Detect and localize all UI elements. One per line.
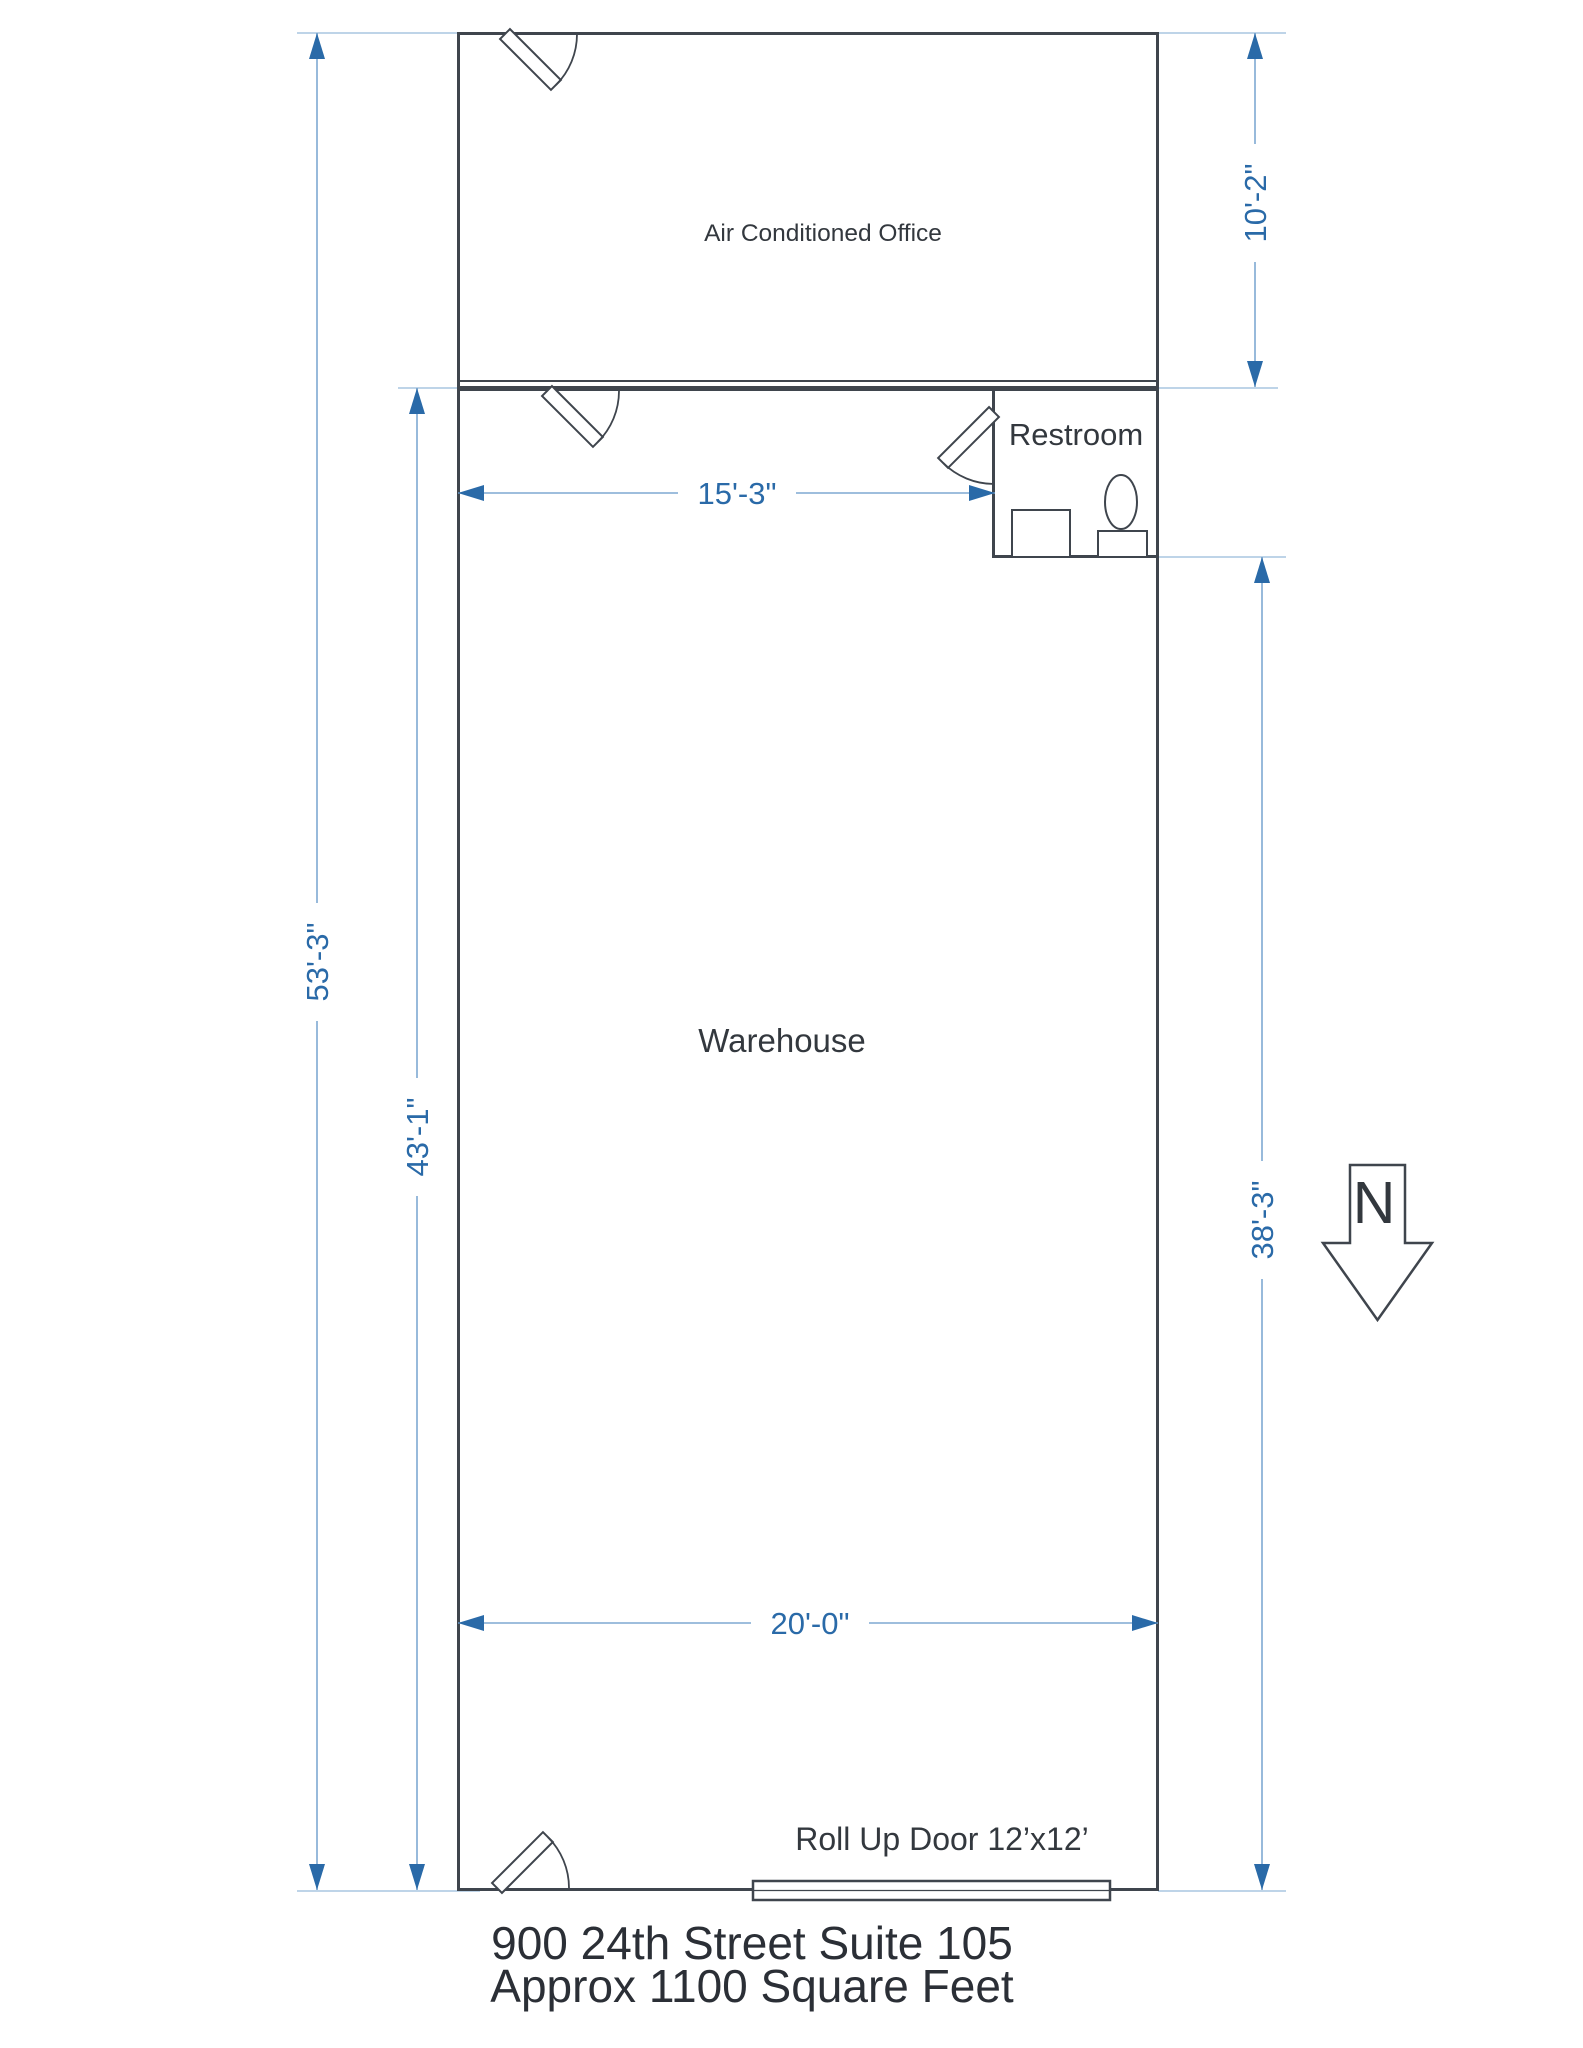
- dimension-overall-height: 53'-3": [296, 33, 338, 1890]
- dimension-office-inner-width: 15'-3": [458, 472, 995, 514]
- sink-fixture: [1011, 509, 1071, 558]
- dimension-label-warehouse-width: 20'-0": [771, 1606, 850, 1641]
- dimension-label-warehouse-height: 43'-1": [400, 1098, 435, 1177]
- arrow-up-icon: [409, 388, 425, 414]
- warehouse-door-leaf: [540, 384, 605, 449]
- dimension-label-mask: [396, 1078, 438, 1196]
- arrow-left-icon: [458, 485, 484, 501]
- arrow-right-icon: [969, 485, 995, 501]
- title-square-feet: Approx 1100 Square Feet: [490, 1960, 1014, 2012]
- dimension-warehouse-right-height: 38'-3": [1241, 557, 1283, 1890]
- restroom-door: [936, 405, 1001, 485]
- dimension-label-mask: [1241, 1161, 1283, 1279]
- warehouse-door-swing-arc: [597, 390, 620, 443]
- dimension-label-mask: [1234, 144, 1276, 262]
- dimension-label-overall-height: 53'-3": [300, 923, 335, 1002]
- dimension-label-office-inner-width: 15'-3": [698, 476, 777, 511]
- roll-up-door: [751, 1879, 1112, 1902]
- north-arrow: N: [1320, 1163, 1435, 1323]
- warehouse-door: [540, 384, 620, 449]
- toilet-bowl: [1104, 474, 1138, 530]
- rear-door-leaf: [490, 1830, 555, 1895]
- arrow-up-icon: [1254, 557, 1270, 583]
- arrow-down-icon: [309, 1864, 325, 1890]
- office-door: [498, 27, 578, 92]
- extension-lines: [297, 32, 1286, 1892]
- dimension-office-height: 10'-2": [1234, 33, 1276, 387]
- rear-door-swing-arc: [547, 1836, 570, 1889]
- arrow-down-icon: [1254, 1864, 1270, 1890]
- dimension-label-mask: [751, 1602, 869, 1644]
- dimension-warehouse-height: 43'-1": [396, 388, 438, 1890]
- restroom-door-swing-arc: [942, 462, 995, 485]
- warehouse-label: Warehouse: [698, 1022, 866, 1059]
- dimension-label-mask: [296, 903, 338, 1021]
- rear-door: [490, 1830, 570, 1895]
- arrow-down-icon: [409, 1864, 425, 1890]
- north-arrow-letter: N: [1353, 1170, 1396, 1236]
- restroom-fixtures: [1011, 474, 1148, 558]
- doors: [490, 27, 1001, 1895]
- dimension-label-office-height: 10'-2": [1238, 164, 1273, 243]
- title-block: 900 24th Street Suite 105 Approx 1100 Sq…: [490, 1917, 1014, 2012]
- restroom-label: Restroom: [1009, 417, 1143, 452]
- office-label: Air Conditioned Office: [704, 220, 942, 247]
- toilet-tank: [1097, 530, 1148, 558]
- office-door-swing-arc: [555, 33, 578, 86]
- arrow-up-icon: [1247, 33, 1263, 59]
- arrow-right-icon: [1132, 1615, 1158, 1631]
- restroom-door-leaf: [936, 405, 1001, 470]
- arrow-left-icon: [458, 1615, 484, 1631]
- dimension-label-warehouse-right-height: 38'-3": [1245, 1181, 1280, 1260]
- office-door-leaf: [498, 27, 563, 92]
- roll-up-door-label: Roll Up Door 12’x12’: [795, 1821, 1088, 1857]
- north-arrow-icon: [1320, 1163, 1435, 1323]
- dimension-warehouse-width: 20'-0": [458, 1602, 1158, 1644]
- dimension-label-mask: [678, 472, 796, 514]
- arrow-down-icon: [1247, 361, 1263, 387]
- arrow-up-icon: [309, 33, 325, 59]
- title-address: 900 24th Street Suite 105: [491, 1917, 1013, 1969]
